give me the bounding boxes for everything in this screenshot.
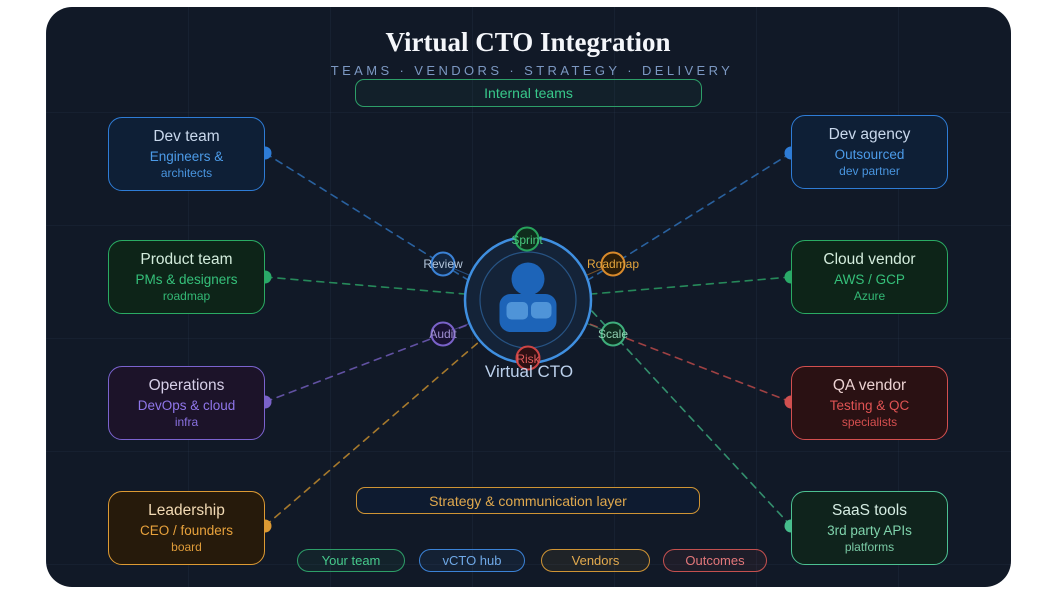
box-cloud-vendor: Cloud vendor AWS / GCP Azure: [791, 240, 948, 314]
box-title: Product team: [140, 251, 233, 269]
line-product-hub: [264, 276, 466, 295]
orbit-node-scale: Scale: [597, 327, 629, 341]
legend-vendors: Vendors: [541, 549, 650, 572]
orbit-node-risk: Risk: [516, 352, 540, 366]
box-operations: Operations DevOps & cloud infra: [108, 366, 265, 440]
box-qa-vendor: QA vendor Testing & QC specialists: [791, 366, 948, 440]
orbit-node-roadmap: Roadmap: [586, 257, 640, 271]
box-subtitle-2: dev partner: [839, 163, 900, 178]
box-dev-team: Dev team Engineers & architects: [108, 117, 265, 191]
box-subtitle-2: Azure: [853, 288, 886, 303]
box-subtitle-2: board: [171, 539, 202, 554]
box-subtitle-2: architects: [160, 165, 213, 180]
box-subtitle: Outsourced: [834, 146, 905, 162]
line-leadership-hub: [264, 340, 481, 527]
legend-vcto-hub: vCTO hub: [419, 549, 525, 572]
legend-your-team: Your team: [297, 549, 405, 572]
internal-teams-banner: Internal teams: [355, 79, 702, 107]
box-subtitle-2: infra: [174, 414, 199, 429]
strategy-layer-banner: Strategy & communication layer: [356, 487, 700, 514]
box-product-team: Product team PMs & designers roadmap: [108, 240, 265, 314]
page-subtitle: TEAMS · VENDORS · STRATEGY · DELIVERY: [330, 63, 734, 78]
box-subtitle: Testing & QC: [829, 397, 910, 413]
box-subtitle: CEO / founders: [139, 522, 234, 538]
box-title: Leadership: [148, 502, 225, 520]
box-title: Dev team: [153, 128, 220, 146]
person-icon: [499, 262, 557, 332]
box-title: Operations: [148, 377, 225, 395]
page-title: Virtual CTO Integration: [385, 27, 671, 57]
legend-outcomes: Outcomes: [663, 549, 767, 572]
box-subtitle-2: specialists: [841, 414, 898, 429]
line-saas-hub: [589, 308, 792, 527]
box-subtitle-2: roadmap: [162, 288, 211, 303]
box-subtitle: Engineers &: [149, 148, 224, 164]
orbit-node-circles: [430, 226, 626, 371]
box-title: SaaS tools: [832, 502, 907, 520]
hub-label: Virtual CTO: [484, 362, 574, 381]
orbit-node-review: Review: [423, 257, 463, 271]
box-subtitle: 3rd party APIs: [827, 522, 912, 538]
box-leadership: Leadership CEO / founders board: [108, 491, 265, 565]
box-subtitle: PMs & designers: [135, 271, 238, 287]
box-title: QA vendor: [832, 377, 907, 395]
orbit-node-audit: Audit: [429, 327, 457, 341]
box-subtitle-2: platforms: [844, 539, 895, 554]
box-subtitle: AWS / GCP: [834, 271, 905, 287]
box-title: Cloud vendor: [823, 251, 916, 269]
box-title: Dev agency: [828, 126, 911, 144]
box-subtitle: DevOps & cloud: [137, 397, 236, 413]
box-dev-agency: Dev agency Outsourced dev partner: [791, 115, 948, 189]
line-cloudvendor-hub: [590, 276, 792, 295]
orbit-node-sprint: Sprint: [511, 233, 543, 247]
box-saas-tools: SaaS tools 3rd party APIs platforms: [791, 491, 948, 565]
